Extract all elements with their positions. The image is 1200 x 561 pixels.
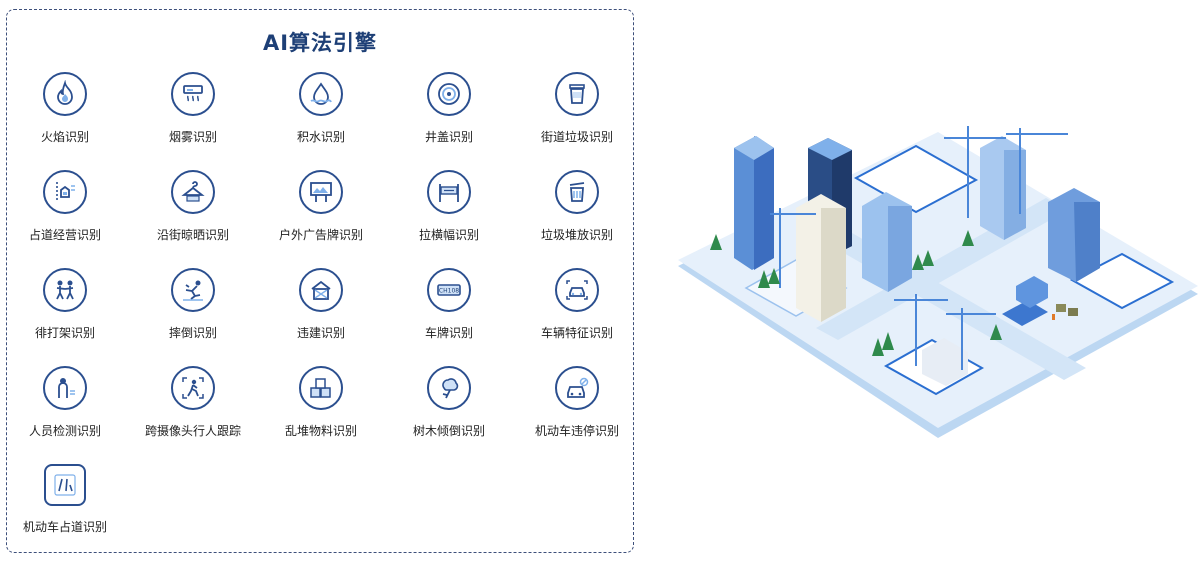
algo-item-water[interactable]: 积水识别	[257, 72, 385, 145]
plate-text: CH108	[439, 288, 459, 295]
box	[1056, 304, 1066, 312]
algo-label: 车辆特征识别	[540, 326, 613, 340]
algo-item-smoke[interactable]: 烟雾识别	[129, 72, 257, 145]
algo-item-street-stall[interactable]: 占道经营识别	[1, 170, 129, 243]
algo-label: 拉横幅识别	[418, 228, 479, 242]
algo-item-banner[interactable]: 拉横幅识别	[385, 170, 513, 243]
lane-occupy-icon	[44, 464, 86, 506]
algo-item-fall[interactable]: 摔倒识别	[129, 268, 257, 341]
algo-item-fighting[interactable]: 徘打架识别	[1, 268, 129, 341]
algo-label: 跨摄像头行人跟踪	[144, 424, 241, 438]
algo-item-vehicle-feature[interactable]: 车辆特征识别	[513, 268, 641, 341]
algo-label: 机动车占道识别	[22, 520, 107, 534]
illegal-building-icon	[299, 268, 343, 312]
panel-title: AI算法引擎	[262, 31, 378, 55]
banner-icon	[427, 170, 471, 214]
algo-label: 井盖识别	[424, 130, 473, 144]
crane	[1006, 128, 1068, 214]
pedestrian-tracking-icon	[171, 366, 215, 410]
algo-label: 占道经营识别	[28, 228, 101, 242]
algo-label: 烟雾识别	[168, 130, 217, 144]
truck-cab	[1016, 276, 1048, 308]
box	[1068, 308, 1078, 316]
billboard-icon	[299, 170, 343, 214]
algo-label: 人员检测识别	[28, 424, 101, 438]
tower-roof	[808, 138, 852, 160]
algo-item-illegal-building[interactable]: 违建识别	[257, 268, 385, 341]
algo-label: 火焰识别	[40, 130, 89, 144]
algo-item-illegal-parking[interactable]: 机动车违停识别	[513, 366, 641, 439]
algo-item-billboard[interactable]: 户外广告牌识别	[257, 170, 385, 243]
tower	[754, 136, 774, 270]
algo-item-garbage-pile[interactable]: 垃圾堆放识别	[513, 170, 641, 243]
garbage-pile-icon	[555, 170, 599, 214]
algo-label: 摔倒识别	[168, 326, 217, 340]
algo-item-street-trash[interactable]: 街道垃圾识别	[513, 72, 641, 145]
algo-label: 街道垃圾识别	[540, 130, 613, 144]
manhole-cover-icon	[427, 72, 471, 116]
algo-item-hanging-clothes[interactable]: 沿街晾晒识别	[129, 170, 257, 243]
fighting-icon	[43, 268, 87, 312]
worker	[1052, 314, 1055, 320]
algo-label: 机动车违停识别	[534, 424, 619, 438]
smoke-detector-icon	[171, 72, 215, 116]
trash-can-icon	[555, 72, 599, 116]
tower	[1004, 150, 1026, 240]
algo-item-person-detection[interactable]: 人员检测识别	[1, 366, 129, 439]
algo-label: 垃圾堆放识别	[540, 228, 613, 242]
algo-item-flame[interactable]: 火焰识别	[1, 72, 129, 145]
building	[922, 338, 968, 386]
license-plate-icon: CH108	[427, 268, 471, 312]
boxes-icon	[299, 366, 343, 410]
algo-item-lane-occupy[interactable]: 机动车占道识别	[1, 464, 129, 535]
ai-engine-panel: AI算法引擎 火焰识别 烟雾识别 积水识别 井盖识别	[6, 9, 634, 553]
water-drop-icon	[299, 72, 343, 116]
algo-label: 乱堆物料识别	[284, 424, 357, 438]
truck	[1002, 300, 1048, 326]
algo-label: 徘打架识别	[34, 326, 95, 340]
fall-icon	[171, 268, 215, 312]
person-detection-icon	[43, 366, 87, 410]
algo-label: 违建识别	[296, 326, 345, 340]
algo-label: 树木倾倒识别	[412, 424, 485, 438]
algo-item-license-plate[interactable]: CH108 车牌识别	[385, 268, 513, 341]
crane	[946, 308, 996, 370]
car-parking-icon	[555, 366, 599, 410]
street-stall-icon	[43, 170, 87, 214]
flame-icon	[43, 72, 87, 116]
algo-label: 车牌识别	[424, 326, 473, 340]
tower	[821, 208, 846, 322]
crane	[770, 208, 816, 288]
clothes-hanger-icon	[171, 170, 215, 214]
crane	[944, 126, 1006, 218]
algo-label: 积水识别	[296, 130, 345, 144]
tower-roof	[734, 136, 774, 160]
algo-label: 沿街晾晒识别	[156, 228, 229, 242]
trees	[710, 230, 1002, 356]
algo-item-fallen-tree[interactable]: 树木倾倒识别	[385, 366, 513, 439]
building	[1074, 202, 1100, 282]
tower	[888, 206, 912, 292]
algo-item-pedestrian-tracking[interactable]: 跨摄像头行人跟踪	[129, 366, 257, 439]
algo-item-manhole[interactable]: 井盖识别	[385, 72, 513, 145]
algo-item-material-pile[interactable]: 乱堆物料识别	[257, 366, 385, 439]
smart-city-illustration	[678, 126, 1198, 438]
algo-label: 户外广告牌识别	[278, 228, 363, 242]
vehicle-feature-icon	[555, 268, 599, 312]
tree-icon	[427, 366, 471, 410]
crane	[894, 294, 948, 366]
